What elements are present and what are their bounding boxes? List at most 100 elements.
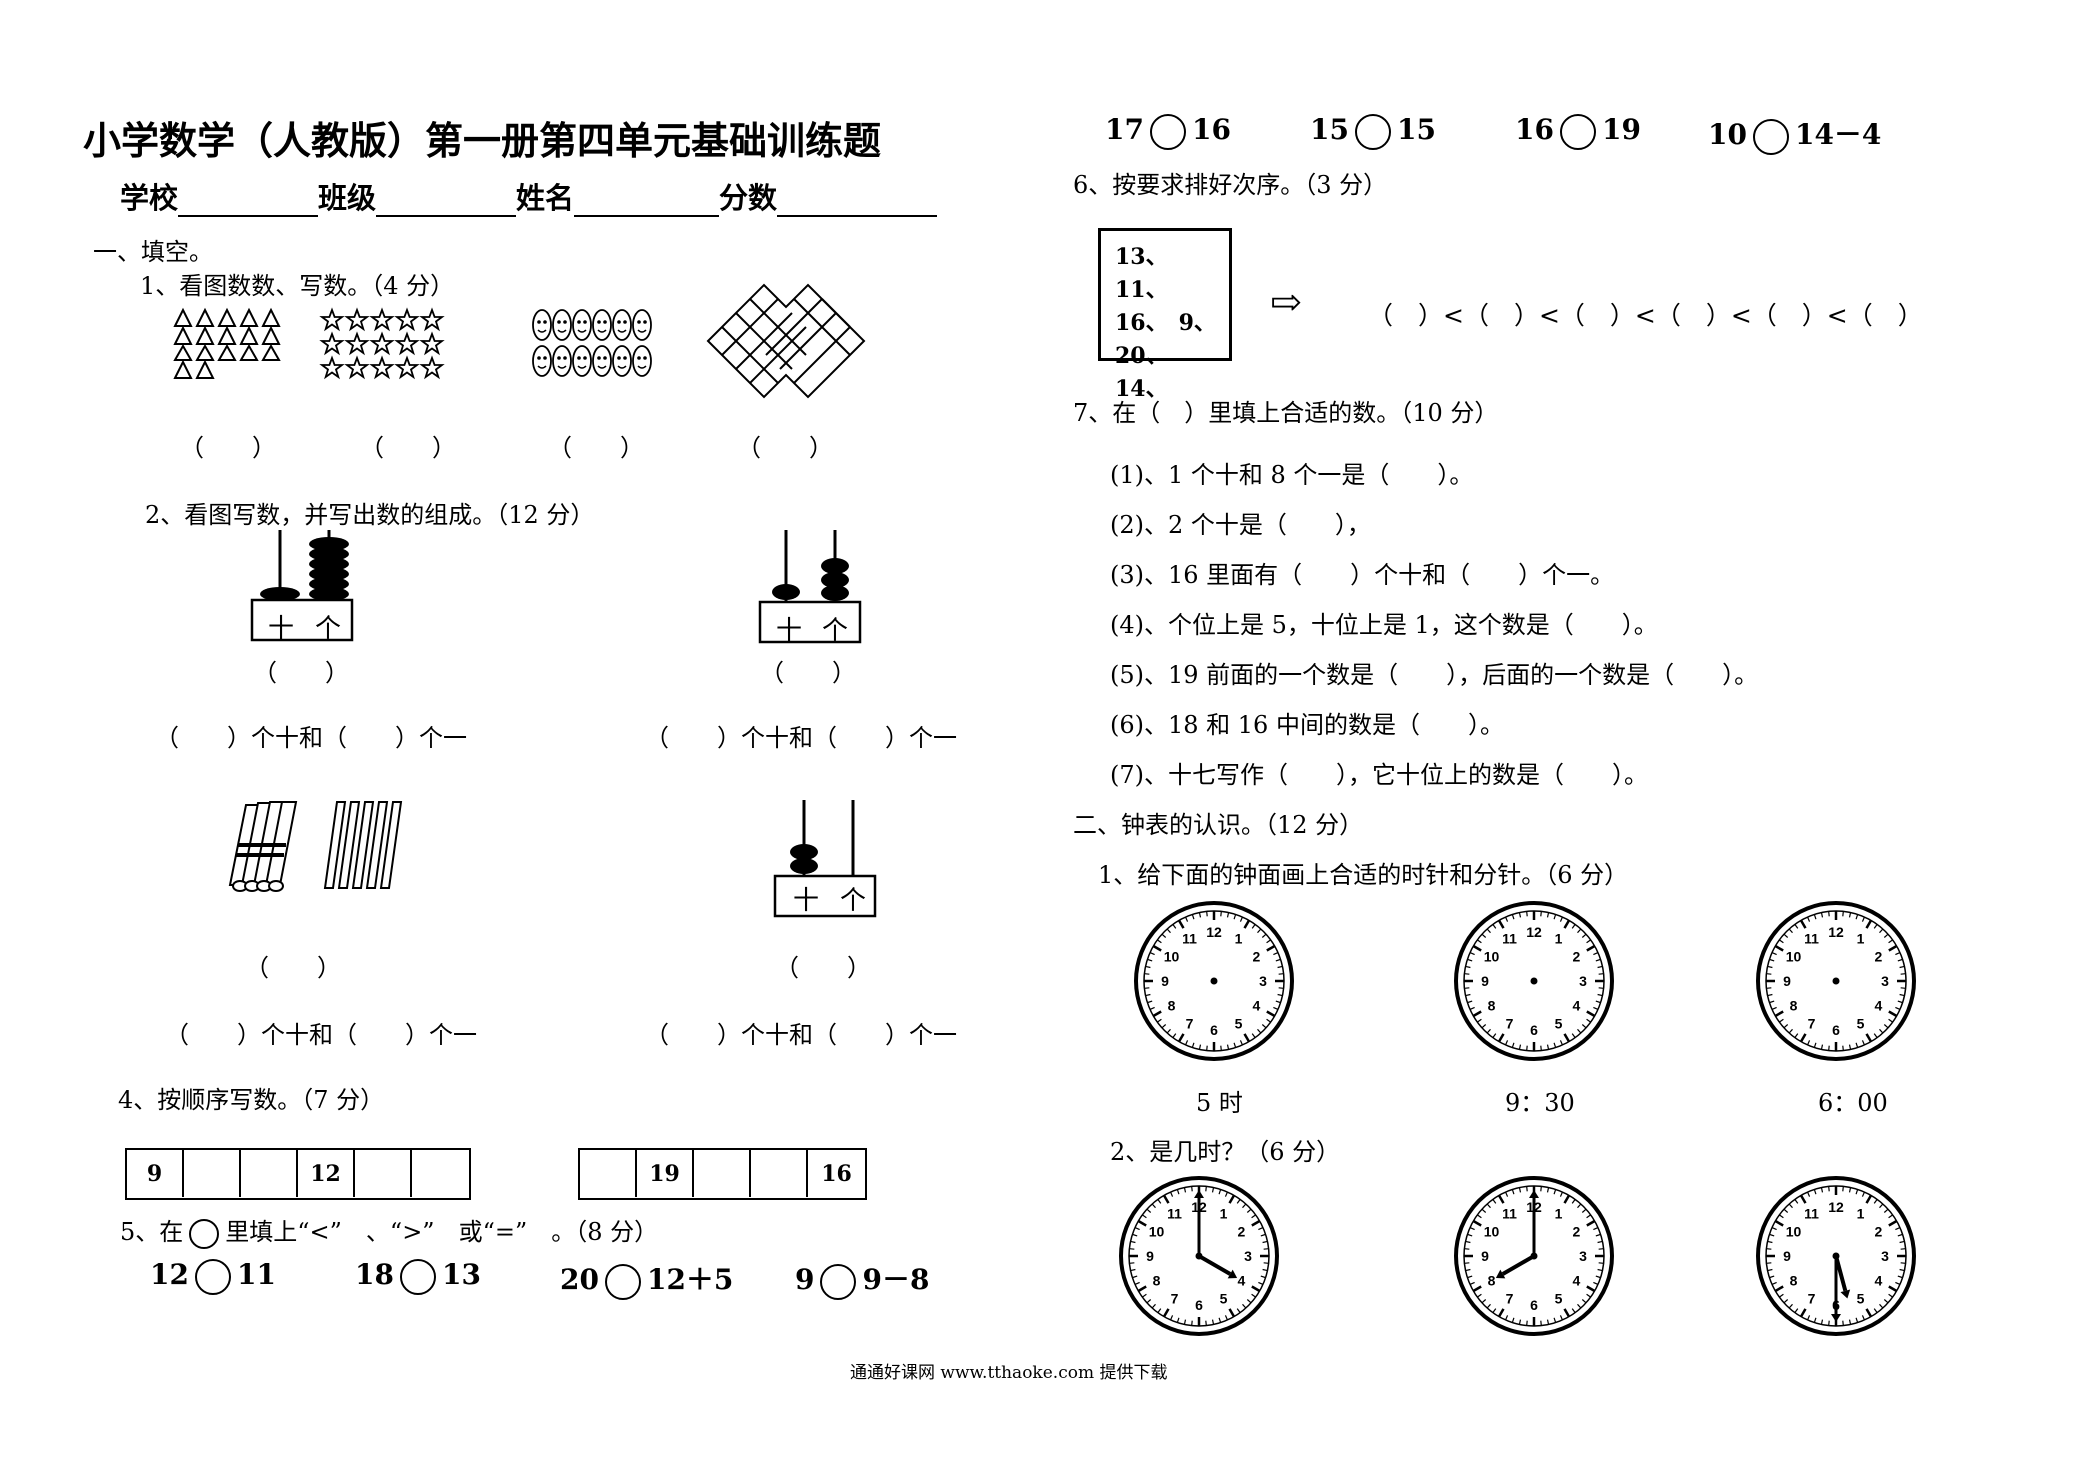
abacus-3-answer[interactable]: （ ） <box>775 954 871 982</box>
clock-tick <box>1842 1186 1844 1192</box>
q7-item-6[interactable]: (6)、18 和 16 中间的数是（ ）。 <box>1110 711 1504 739</box>
clock-tick <box>1177 919 1185 929</box>
clock-tick <box>1260 1233 1266 1237</box>
q7-item-5[interactable]: (5)、19 前面的一个数是（ ），后面的一个数是（ ）。 <box>1110 661 1759 689</box>
name-line[interactable] <box>574 185 720 217</box>
seq1-cell[interactable] <box>412 1150 469 1197</box>
clock-tick <box>1848 1044 1852 1050</box>
clock-tick <box>1518 1187 1522 1193</box>
clock-tick <box>1855 1317 1859 1323</box>
q7-item-7[interactable]: (7)、十七写作（ ），它十位上的数是（ ）。 <box>1110 761 1648 789</box>
clock-tick <box>1794 1308 1799 1313</box>
seq1-cell[interactable] <box>184 1150 241 1197</box>
circle-icon <box>189 1218 220 1249</box>
clock-tick <box>1883 933 1889 938</box>
clock-tick <box>1236 1199 1241 1204</box>
composition-4[interactable]: （ ）个十和（ ）个一 <box>645 1021 957 1049</box>
clock-tick <box>1198 912 1202 918</box>
clock-tick <box>1799 1194 1807 1204</box>
clock-number: 9 <box>1481 973 1489 989</box>
compare-circle[interactable] <box>194 1258 231 1295</box>
clock-tick <box>1766 973 1772 975</box>
q1-blank-2[interactable]: （ ） <box>360 434 456 462</box>
clock-tick <box>1278 987 1284 989</box>
clock-tick <box>1260 1275 1266 1279</box>
clock-tick <box>1813 914 1817 920</box>
abacus-3-rods <box>773 800 877 918</box>
clock-tick <box>1149 1006 1155 1011</box>
compare-circle[interactable] <box>604 1263 641 1300</box>
compare-circle[interactable] <box>1752 118 1789 155</box>
clock-number: 7 <box>1506 1015 1514 1031</box>
clock-tick <box>1511 914 1515 920</box>
composition-3[interactable]: （ ）个十和（ ）个一 <box>165 1021 477 1049</box>
clock-tick <box>1597 965 1603 969</box>
clock-tick <box>1820 912 1824 918</box>
q7-item-1[interactable]: (1)、1 个十和 8 个一是（ ）。 <box>1110 461 1474 489</box>
clock-tick <box>1481 933 1487 938</box>
abacus-1-answer[interactable]: （ ） <box>253 659 349 687</box>
clock-number: 10 <box>1786 949 1802 965</box>
composition-2[interactable]: （ ）个十和（ ）个一 <box>645 724 957 752</box>
q7-item-2[interactable]: (2)、2 个十是（ ）， <box>1110 511 1371 539</box>
seq1-cell[interactable]: 12 <box>298 1150 355 1197</box>
clock-tick <box>1597 1268 1603 1272</box>
clock-tick <box>1897 1275 1903 1279</box>
clock-tick <box>1861 1315 1866 1321</box>
clock-tick <box>1261 1024 1267 1029</box>
clock-tick <box>1828 1045 1830 1051</box>
clock-tick <box>1586 1285 1596 1293</box>
seq1-cell[interactable] <box>241 1150 298 1197</box>
clock-center-dot <box>1832 977 1840 985</box>
clock-tick <box>1266 939 1271 944</box>
seq2-cell[interactable]: 19 <box>637 1150 694 1197</box>
clock-tick <box>1467 1233 1473 1237</box>
seq1-cell[interactable] <box>355 1150 412 1197</box>
hour-hand-arrow <box>1495 1269 1506 1279</box>
q6-order-blanks[interactable]: （ ）<（ ）<（ ）<（ ）<（ ）<（ ） <box>1368 301 1923 330</box>
seq2-cell[interactable] <box>580 1150 637 1197</box>
clock-tick <box>1571 924 1576 929</box>
seq1-cell[interactable]: 9 <box>127 1150 184 1197</box>
clock-tick <box>1137 1285 1147 1293</box>
compare-circle[interactable] <box>1354 113 1391 150</box>
q7-item-3[interactable]: (3)、16 里面有（ ）个十和（ ）个一。 <box>1110 561 1615 589</box>
q1-blank-3[interactable]: （ ） <box>548 434 644 462</box>
clock-tick <box>1559 1040 1564 1046</box>
clock-tick <box>1865 1033 1873 1043</box>
stars-figure <box>321 309 443 378</box>
q1-blank-4[interactable]: （ ） <box>737 434 833 462</box>
compare-circle[interactable] <box>1149 113 1186 150</box>
clock-tick <box>1146 1208 1152 1213</box>
class-line[interactable] <box>376 185 517 217</box>
clock-tick <box>1900 1248 1906 1250</box>
q7-item-4[interactable]: (4)、个位上是 5，十位上是 1，这个数是（ ）。 <box>1110 611 1658 639</box>
seq2-cell[interactable] <box>694 1150 751 1197</box>
composition-1[interactable]: （ ）个十和（ ）个一 <box>155 724 467 752</box>
score-line[interactable] <box>777 185 938 217</box>
clock-tick <box>1477 1214 1482 1219</box>
clock-tick <box>1899 965 1905 969</box>
clock-tick <box>1888 1214 1893 1219</box>
seq2-cell[interactable]: 16 <box>821 1160 852 1187</box>
seq2-cell[interactable] <box>751 1150 808 1197</box>
clock-tick <box>1899 1268 1905 1272</box>
school-line[interactable] <box>178 185 319 217</box>
clock-tick <box>1581 933 1587 938</box>
compare-circle[interactable] <box>820 1263 857 1300</box>
clock-tick <box>1511 1042 1515 1048</box>
compare-right: 16 <box>1191 113 1231 146</box>
clock-number: 7 <box>1171 1290 1179 1306</box>
abacus-1-tens-label: 十 <box>268 614 295 644</box>
sticks-answer[interactable]: （ ） <box>245 954 341 982</box>
compare-circle[interactable] <box>1559 113 1596 150</box>
compare-left: 16 <box>1515 113 1554 146</box>
q1-blank-1[interactable]: （ ） <box>180 434 276 462</box>
compare-circle[interactable] <box>399 1258 436 1295</box>
abacus-2-answer[interactable]: （ ） <box>760 659 856 687</box>
clock-number: 1 <box>1555 1206 1563 1222</box>
